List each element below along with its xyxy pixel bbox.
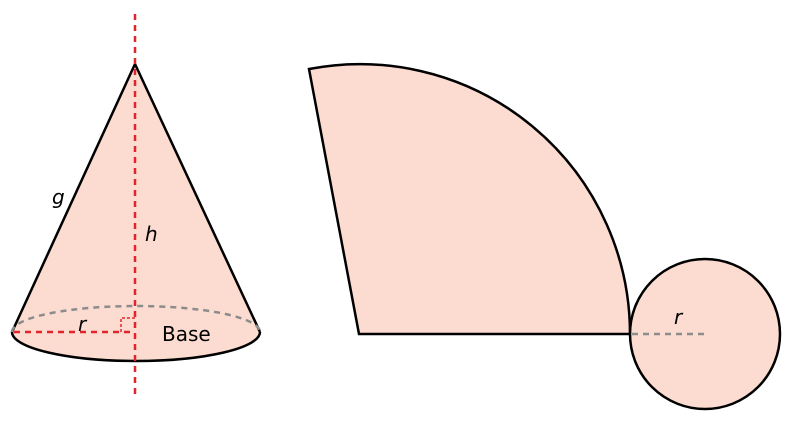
net-base-circle [628, 257, 782, 411]
net-sector [307, 62, 632, 336]
cone-body [12, 64, 260, 332]
slant-height-label: g [52, 185, 65, 209]
cone-radius-label: r [78, 312, 88, 336]
height-label: h [145, 222, 158, 246]
cone: g h r Base [10, 14, 262, 398]
cone-net: r [307, 62, 782, 411]
net-radius-label: r [674, 305, 684, 329]
cone-side-right [133, 63, 262, 333]
cone-base-back [10, 304, 262, 333]
cone-side-left [10, 63, 137, 333]
base-label: Base [162, 322, 211, 346]
